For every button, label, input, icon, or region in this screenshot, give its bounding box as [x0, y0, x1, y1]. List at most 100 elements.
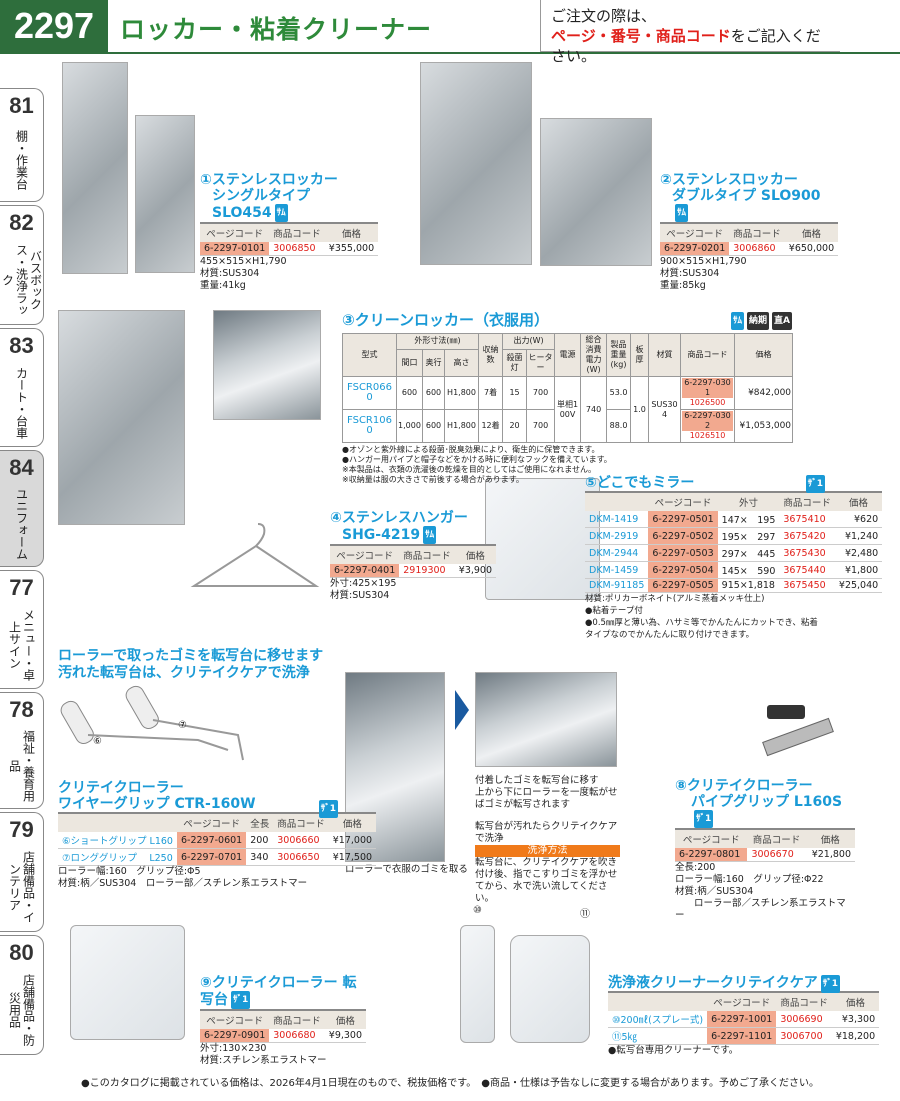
table-header: ページコード商品コード価格: [200, 1009, 367, 1029]
cell: 195× 297: [717, 527, 780, 545]
single-locker-image: [62, 62, 128, 274]
cell: 3006690: [776, 1011, 832, 1028]
badge-icon: ｻﾞ1: [820, 975, 840, 993]
product-title: ①ステンレスロッカー: [200, 172, 338, 188]
badge-icon: ｻﾑ: [731, 312, 745, 330]
cell: 2919300: [399, 564, 455, 578]
transfer-stand-photo: [475, 672, 617, 767]
tab-number: 82: [9, 210, 34, 235]
cell: ¥620: [834, 511, 883, 528]
spec-line: ローラー幅:160 グリップ径:Φ5: [58, 866, 201, 877]
single-locker-open-image: [135, 115, 195, 273]
product-8: ⑧クリテイクローラーパイプグリップ L160Sｻﾞ1 ページコード商品コード価格…: [675, 778, 855, 922]
hanger-icon: [190, 523, 320, 587]
spec-line: 材質:SUS304: [200, 268, 260, 279]
col-header: 型式: [342, 333, 397, 377]
spec-text: ●転写台専用クリーナーです。: [608, 1045, 840, 1057]
cell: ¥2,480: [834, 544, 883, 562]
cell: ¥25,040: [834, 578, 883, 593]
spec-text: 材質:ポリカーボネイト(アルミ蒸着メッキ仕上)●粘着テープ付●0.5㎜厚と薄い為…: [585, 593, 825, 641]
cell: 340: [246, 848, 274, 866]
spec-text: ※本製品は、衣類の洗濯後の乾燥を目的としてはご使用になれません。※収納量は服の大…: [342, 465, 792, 485]
col-header: 商品コード: [273, 812, 329, 832]
spec-line: 外寸:425×195: [330, 578, 397, 589]
sidebar-tab-82[interactable]: 82 バスボックス・洗浄ラック: [0, 205, 44, 325]
spec-line: 材質:柄／SUS304 ローラー部／スチレン系エラストマー: [58, 878, 308, 889]
photo-caption: ローラーで衣服のゴミを取る: [345, 864, 468, 875]
cell: ¥355,000: [324, 242, 379, 256]
transfer-stand-image: [70, 925, 185, 1040]
cell: ¥17,500: [328, 848, 377, 866]
order-notice: ご注文の際は、 ページ・番号・商品コードをご記入ください。: [540, 0, 840, 65]
cell: 3675450: [779, 578, 835, 593]
product-model: ワイヤーグリップ CTR-160W: [58, 796, 256, 812]
tab-number: 80: [9, 940, 34, 965]
cell: DKM-1459: [585, 561, 649, 579]
sidebar-tab-80[interactable]: 80 店舗備品・防災用品: [0, 935, 44, 1055]
col-header: 奥行: [422, 348, 445, 378]
col-header: 間口: [396, 348, 423, 378]
col-header: 高さ: [443, 348, 480, 378]
cell: 6-2297-0505: [648, 578, 718, 593]
col-header: ページコード: [675, 828, 748, 848]
tab-label: カート・台車: [14, 366, 29, 439]
headline-line: 汚れた転写台は、クリテイクケアで洗浄: [58, 665, 310, 681]
roller-icon: [60, 685, 244, 761]
spec-line: ●ハンガー用パイプと帽子などをかける時に便利なフックを備えています。: [342, 455, 612, 464]
cell: ¥1,240: [834, 527, 883, 545]
cell: 6-2297-0504: [648, 561, 718, 579]
col-header: 価格: [784, 222, 839, 242]
spec-table: 型式外形寸法(㎜)収納数出力(W)電源総合消費電力(W)製品重量(kg)板厚材質…: [342, 333, 794, 443]
cell: 3675420: [779, 527, 835, 545]
roller-label: ⑥: [93, 736, 102, 747]
table-header: ページコード商品コード価格: [330, 544, 497, 564]
col-header: 商品コード: [269, 1009, 325, 1029]
product-title: ②ステンレスロッカー: [660, 172, 798, 188]
cell: ¥9,300: [324, 1029, 367, 1043]
cell: 3006700: [776, 1027, 832, 1045]
badge-icon: ｻﾞ1: [318, 800, 338, 818]
spec-line: 重量:85kg: [660, 280, 706, 291]
spec-line: 重量:41kg: [200, 280, 246, 291]
spec-line: 外寸:130×230: [200, 1043, 267, 1054]
cell: 3006680: [269, 1029, 325, 1043]
col-header: ページコード: [200, 1009, 270, 1029]
cell: 6-2297-0401: [330, 564, 400, 578]
col-header: 板厚: [630, 333, 650, 377]
col-header: 総合消費電力(W): [580, 333, 608, 377]
price: ¥1,053,000: [734, 409, 794, 443]
tab-label: バスボックス・洗浄ラック: [0, 244, 43, 316]
cell: ¥21,800: [805, 848, 855, 862]
tab-number: 81: [9, 93, 34, 118]
product-model: シングルタイプ SLO454: [212, 188, 310, 221]
spec-line: 900×515×H1,790: [660, 256, 747, 267]
cell: DKM-2944: [585, 544, 649, 562]
col-header: 商品コード: [399, 544, 455, 564]
bottle-label: ⑪: [580, 909, 590, 920]
col-header: 電源: [554, 333, 582, 377]
cell: 6-2297-0901: [200, 1029, 270, 1043]
spec-line: ●0.5㎜厚と薄い為、ハサミ等でかんたんにカットでき、粘着タイプなのでかんたんに…: [585, 618, 818, 640]
badge-icon: ｻﾞ1: [694, 810, 714, 828]
sidebar-tab-81[interactable]: 81 棚・作業台: [0, 88, 44, 202]
tab-label: 棚・作業台: [14, 130, 29, 190]
tab-label: 店舗備品・防災用品: [7, 974, 36, 1046]
